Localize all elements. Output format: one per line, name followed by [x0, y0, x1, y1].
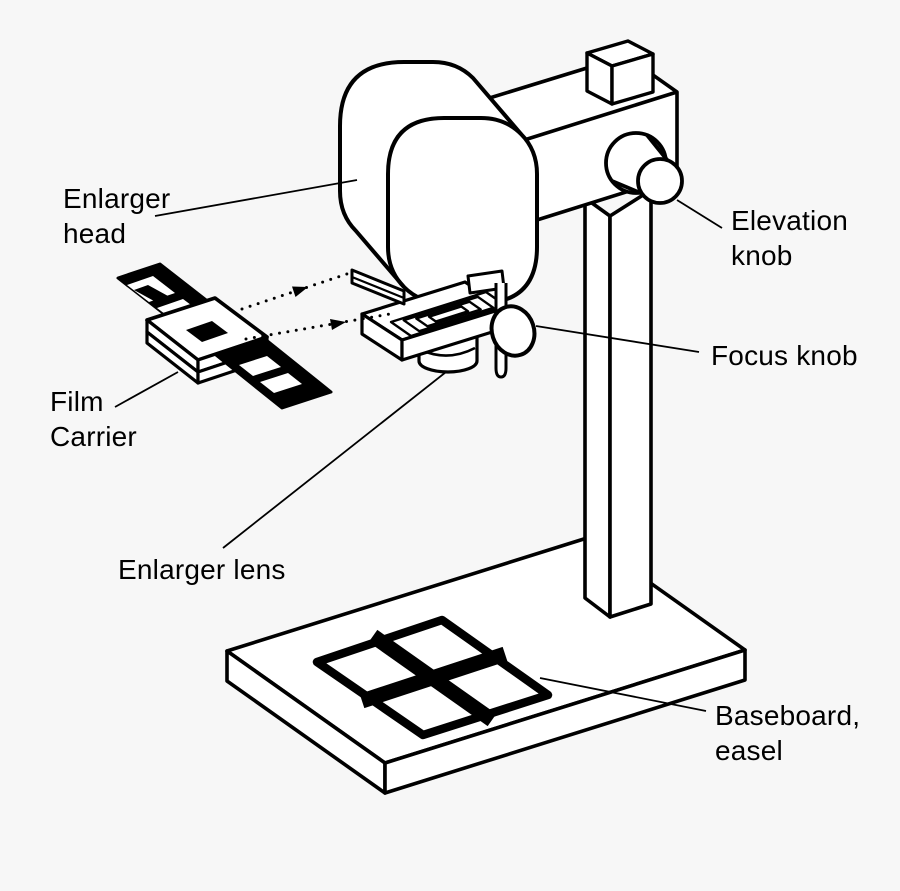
leader-elevation-knob	[676, 199, 723, 229]
insertion-arrows	[240, 270, 392, 341]
leader-lines	[114, 179, 723, 712]
film-frame-divider	[157, 299, 191, 314]
label-enlarger-lens: Enlarger lens	[118, 552, 286, 587]
head-front-face-edge	[386, 116, 523, 289]
elevation-knob-tangent-bottom	[611, 179, 644, 196]
film-frame-front-1	[239, 356, 281, 376]
label-film-carrier-line1: Film	[50, 386, 104, 417]
focus-knob-disc	[489, 304, 537, 358]
label-enlarger-lens-line1: Enlarger lens	[118, 554, 286, 585]
film-carrier-drawing	[116, 262, 333, 410]
label-elevation-knob: Elevation knob	[731, 203, 848, 273]
leader-focus-knob	[535, 325, 700, 353]
label-enlarger-head: Enlarger head	[63, 181, 170, 251]
leader-enlarger-lens	[222, 371, 447, 549]
baseboard-right-side	[383, 648, 747, 795]
insertion-arrowhead-top	[292, 286, 308, 297]
label-elevation-knob-line1: Elevation	[731, 205, 848, 236]
label-enlarger-head-line2: head	[63, 218, 127, 249]
column-left-face	[583, 196, 612, 619]
elevation-knob-front	[636, 157, 684, 205]
insertion-arrow-bottom	[244, 312, 392, 341]
top-cube-drawing	[585, 39, 655, 106]
film-strip-front	[214, 337, 333, 410]
film-stage-slot-line	[351, 275, 405, 300]
easel-cross-band-vertical	[368, 629, 497, 727]
label-focus-knob-line1: Focus knob	[711, 340, 858, 371]
elevation-knob-tangent-top	[645, 133, 670, 163]
label-film-carrier-line2: Carrier	[50, 421, 137, 452]
film-frame-image	[134, 285, 168, 301]
leader-enlarger-head	[154, 179, 358, 217]
lens-assembly-drawing	[350, 268, 537, 379]
easel-drawing	[312, 615, 553, 740]
elevation-knob-drawing	[604, 131, 684, 205]
leader-film-carrier	[114, 371, 179, 408]
insertion-arrowhead-bottom	[330, 319, 346, 330]
carrier-window	[186, 321, 228, 342]
label-film-carrier: Film Carrier	[50, 384, 137, 454]
label-baseboard-easel: Baseboard, easel	[715, 698, 860, 768]
label-focus-knob: Focus knob	[711, 338, 858, 373]
arm-front-top-edge	[520, 90, 678, 143]
leader-baseboard-easel	[539, 677, 707, 712]
label-enlarger-head-line1: Enlarger	[63, 183, 171, 214]
bellows-drawing	[389, 290, 508, 338]
column-drawing	[583, 188, 653, 619]
cube-right-face	[610, 52, 655, 106]
label-elevation-knob-line2: knob	[731, 240, 793, 271]
film-frame-front-2	[260, 373, 302, 393]
lens-barrel	[417, 332, 479, 374]
column-right-face	[608, 188, 653, 619]
label-baseboard-easel-line1: Baseboard,	[715, 700, 861, 731]
label-baseboard-easel-line2: easel	[715, 735, 783, 766]
